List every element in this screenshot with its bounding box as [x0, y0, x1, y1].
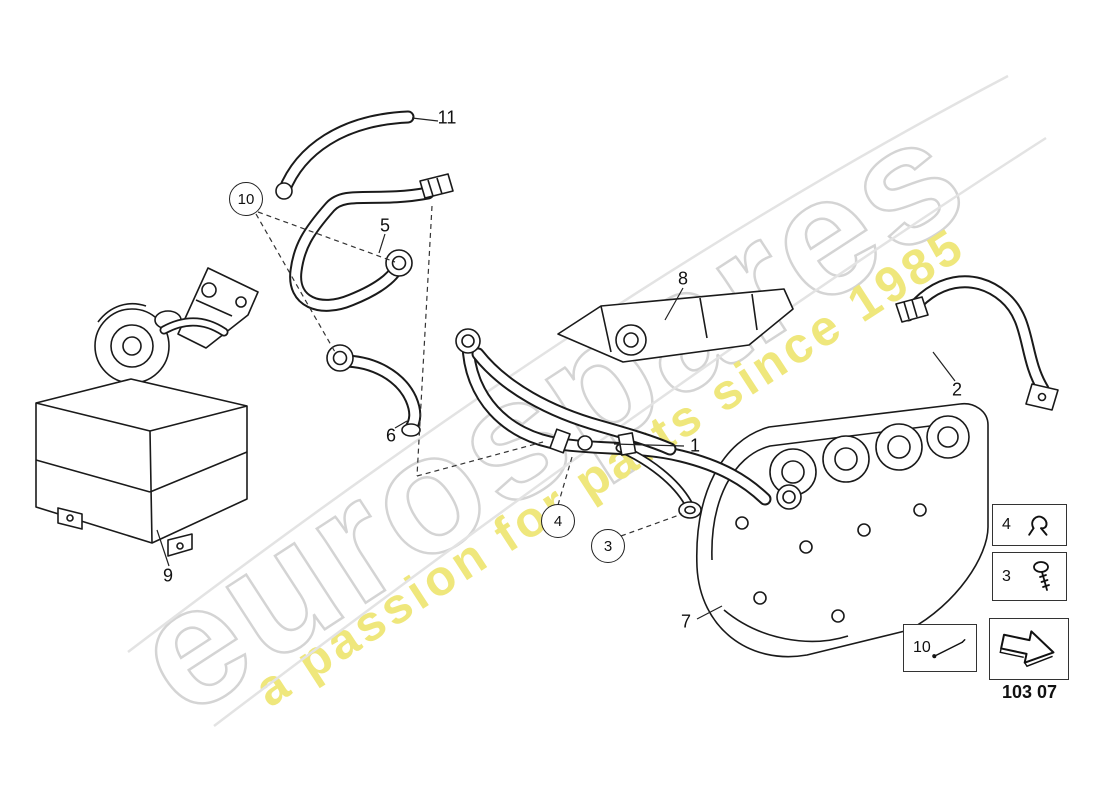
callout-6: 6 — [385, 425, 397, 446]
hose-5 — [289, 173, 454, 312]
hose-clamp — [549, 428, 571, 454]
part-code: 103 07 — [1002, 682, 1058, 702]
mounting-bracket — [177, 267, 259, 349]
callout-10: 10 — [229, 182, 263, 216]
callout-4: 4 — [541, 504, 575, 538]
callout-2: 2 — [951, 379, 963, 400]
legend-box-3: 3 — [992, 552, 1067, 601]
swoosh-lower — [213, 136, 1047, 727]
hose-6 — [326, 344, 422, 437]
legend-label: 3 — [1002, 567, 1011, 585]
hose-2 — [895, 275, 1059, 411]
pump-hose — [159, 317, 229, 337]
callout-3: 3 — [591, 529, 625, 563]
connector-ring — [326, 344, 354, 372]
connector-ring — [455, 328, 481, 354]
breather-valve — [678, 501, 702, 519]
dashed-leader-lines — [255, 205, 683, 537]
legend-label: 4 — [1002, 516, 1011, 533]
leader-lines — [156, 117, 956, 620]
legend-box-10: 10 — [903, 624, 977, 672]
legend-label: 10 — [913, 639, 931, 656]
callout-7: 7 — [680, 611, 692, 632]
swoosh-upper — [127, 74, 1009, 653]
callout-8: 8 — [677, 268, 689, 289]
part-number-box — [989, 618, 1069, 680]
callout-1: 1 — [689, 435, 701, 456]
engine-cover-upper — [557, 288, 794, 363]
connector-ring — [776, 484, 802, 510]
callout-9: 9 — [162, 565, 174, 586]
hose-11 — [275, 110, 415, 200]
clamp-icon — [1028, 515, 1048, 536]
screw-icon — [1033, 560, 1050, 591]
legend-box-4: 4 — [992, 504, 1067, 546]
pin-icon — [932, 639, 966, 659]
callout-11: 11 — [437, 107, 457, 128]
part-arrow-icon — [999, 630, 1055, 668]
cylinder-head-cover — [696, 402, 989, 658]
breather-hose-assembly — [455, 328, 802, 519]
breather-tank — [35, 302, 248, 557]
connector-ring — [385, 249, 413, 277]
callout-5: 5 — [379, 215, 391, 236]
